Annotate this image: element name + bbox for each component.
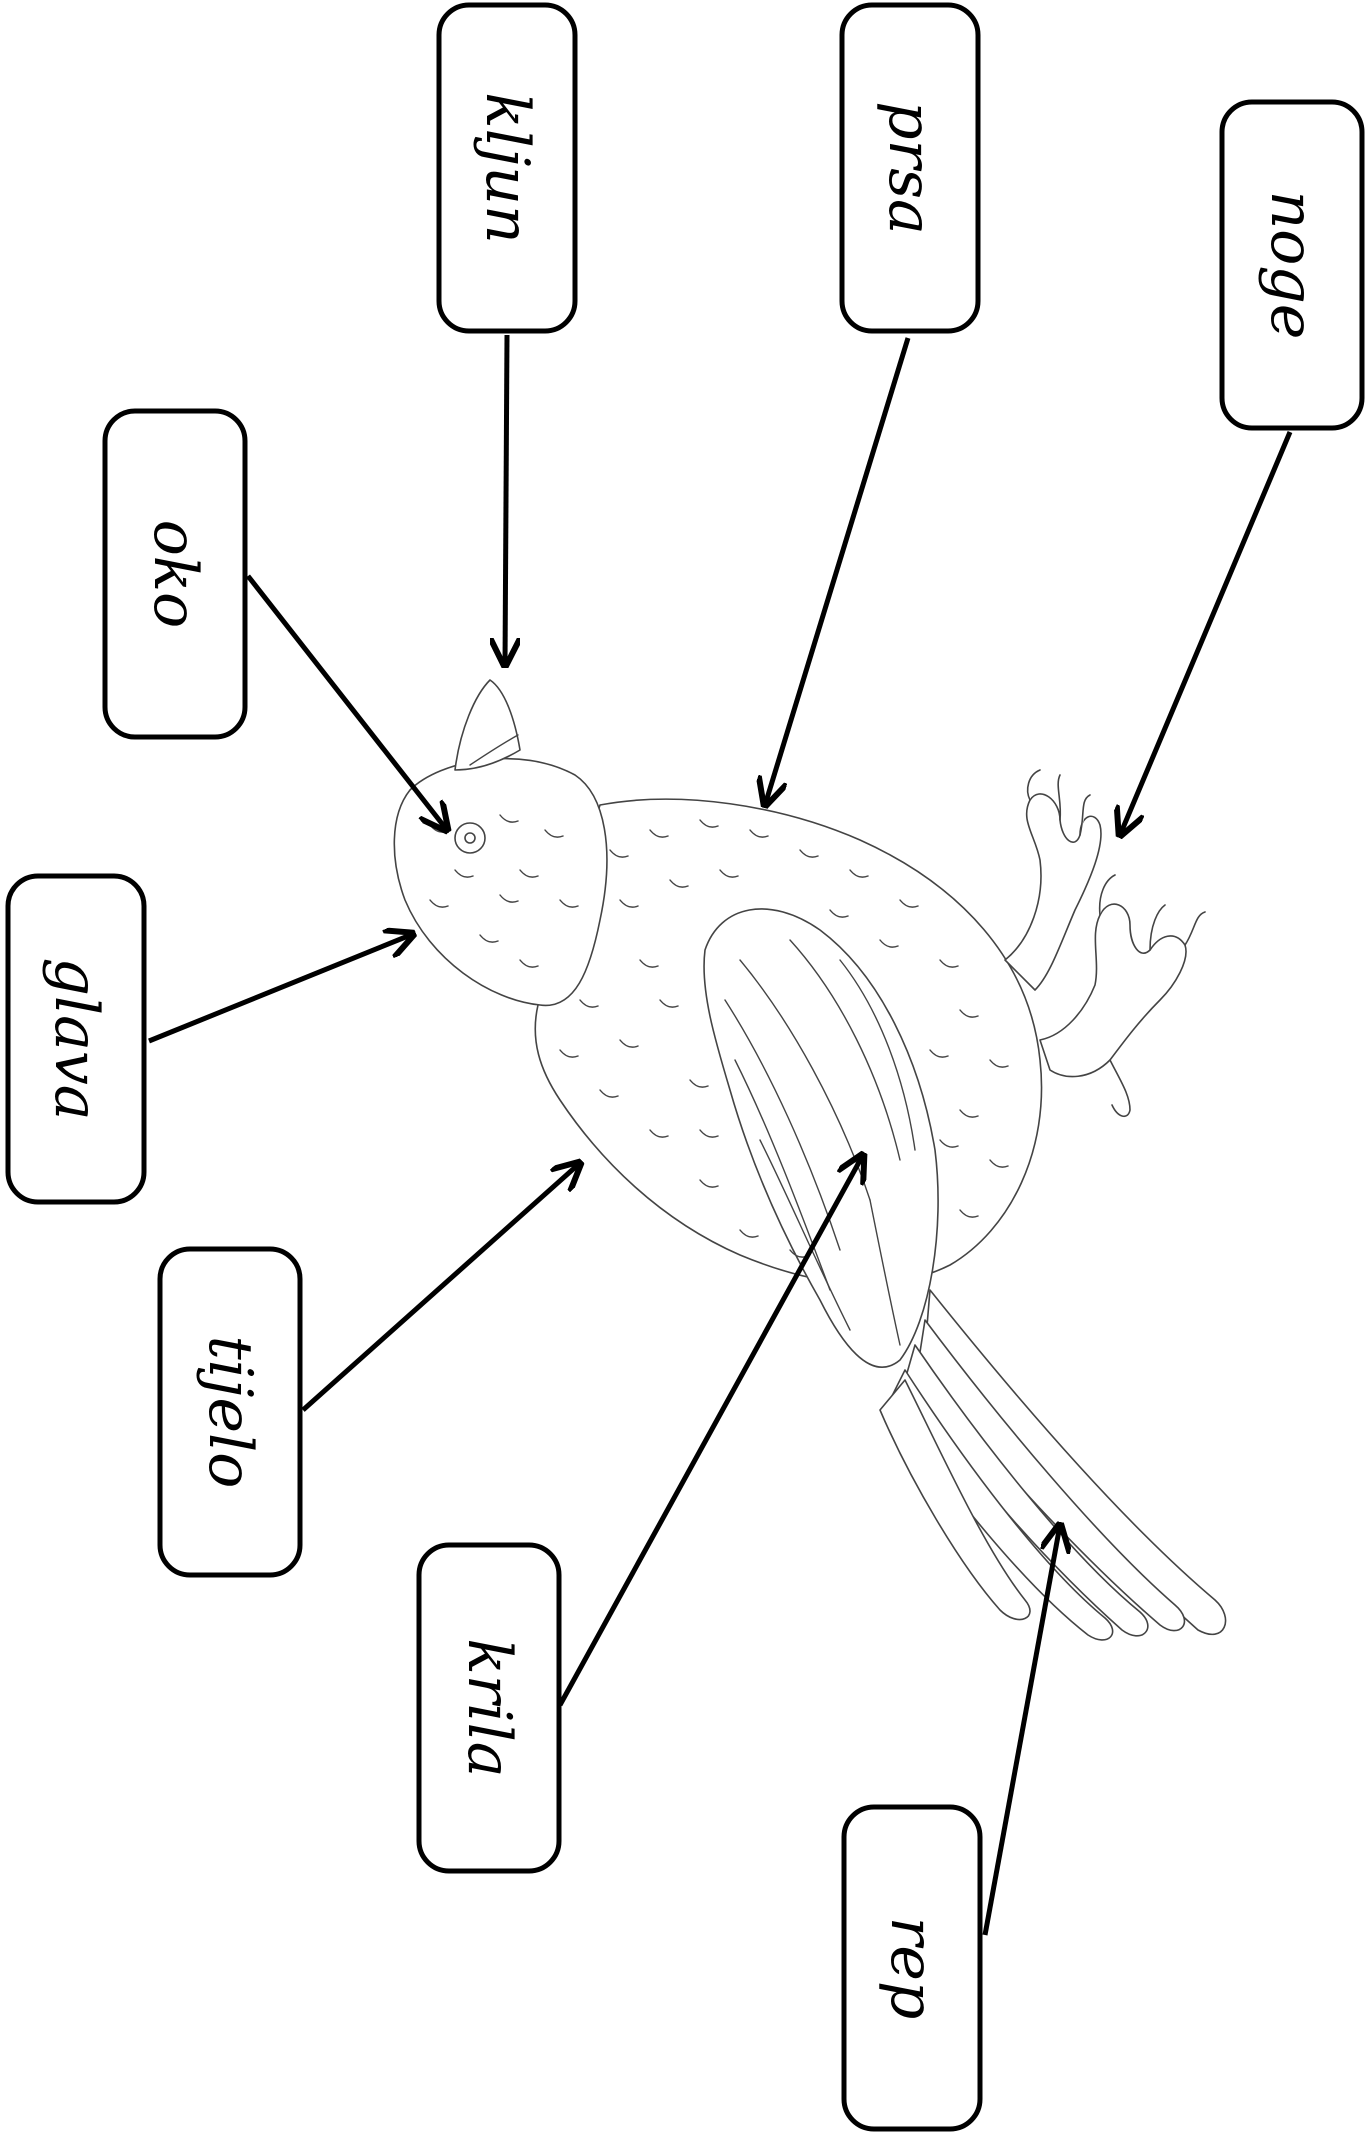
label-prsa: prsa bbox=[875, 101, 945, 235]
bird-beak bbox=[455, 680, 520, 770]
label-glava-box: glava bbox=[8, 876, 144, 1202]
arrow-oko bbox=[248, 576, 447, 830]
arrow-tijelo bbox=[303, 1163, 580, 1410]
label-noge-box: noge bbox=[1222, 102, 1362, 428]
arrow-kljun bbox=[505, 335, 507, 665]
arrow-noge bbox=[1120, 432, 1290, 835]
label-krila-box: krila bbox=[419, 1545, 559, 1871]
bird-illustration bbox=[394, 680, 1225, 1640]
label-rep: rep bbox=[877, 1917, 947, 2020]
label-krila: krila bbox=[454, 1638, 524, 1777]
arrow-prsa bbox=[765, 338, 908, 805]
label-rep-box: rep bbox=[844, 1807, 980, 2129]
label-prsa-box: prsa bbox=[842, 5, 978, 331]
label-noge: noge bbox=[1257, 191, 1327, 340]
label-oko-box: oko bbox=[105, 411, 245, 737]
label-tijelo-box: tijelo bbox=[160, 1249, 300, 1575]
label-glava: glava bbox=[41, 957, 111, 1120]
label-oko: oko bbox=[140, 520, 210, 629]
bird-tail bbox=[880, 1290, 1226, 1640]
bird-head bbox=[394, 759, 607, 1006]
label-kljun-box: kljun bbox=[439, 5, 575, 331]
arrow-glava bbox=[149, 934, 413, 1041]
label-kljun: kljun bbox=[472, 92, 542, 243]
bird-eye bbox=[455, 823, 485, 853]
label-tijelo: tijelo bbox=[195, 1336, 265, 1489]
